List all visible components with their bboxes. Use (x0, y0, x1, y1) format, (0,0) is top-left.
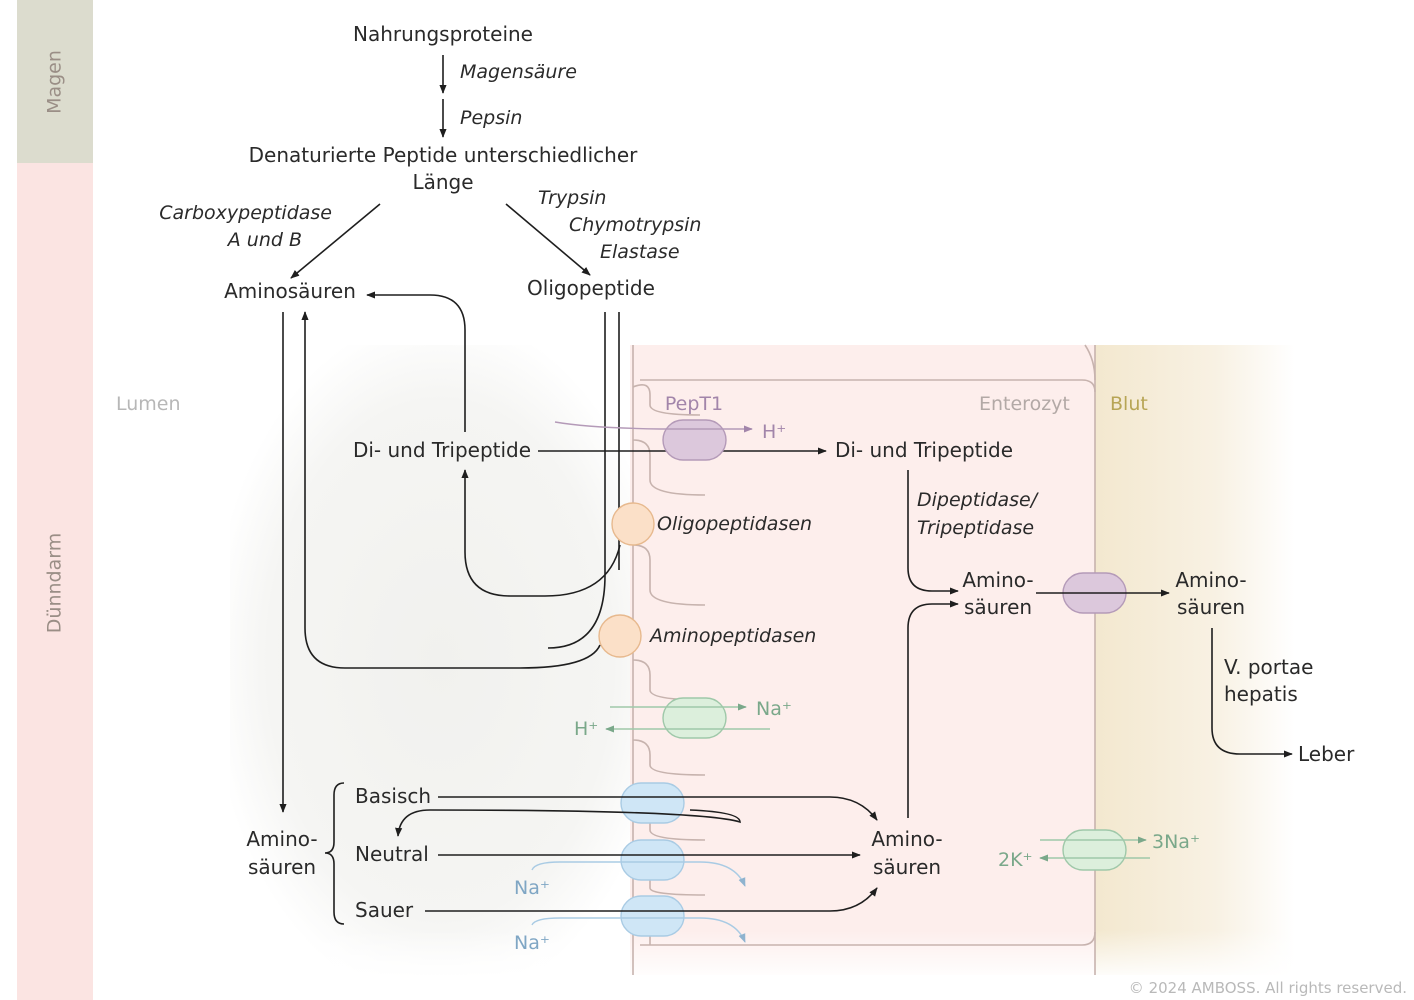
pepsin-label: Pepsin (460, 107, 522, 129)
oligopeptidasen-label: Oligopeptidasen (657, 513, 812, 535)
amino-class-brace (324, 782, 345, 925)
neutral-label: Neutral (355, 842, 429, 866)
na-k-atpase-shape (1062, 829, 1127, 871)
two-k-label: 2K⁺ (998, 849, 1033, 871)
arrow-dipeptidase (907, 470, 959, 595)
cell-aminosaeuren-line2: säuren (964, 595, 1032, 619)
pept1-transporter: PepT1 H⁺ (554, 393, 786, 461)
transporter-neutral (620, 839, 685, 881)
amino-acid-transporters: Na⁺ Na⁺ (514, 782, 746, 954)
na-plus-label: Na⁺ (756, 698, 792, 720)
sidebar: Magen Dünndarm (17, 0, 93, 1000)
na-plus-neutral: Na⁺ (514, 877, 550, 899)
pept1-label: PepT1 (665, 393, 723, 415)
zone-label-lumen: Lumen (116, 393, 181, 415)
na-cotransport-arrow-2 (531, 917, 746, 943)
trypsin-label: Trypsin (538, 187, 606, 209)
pept1-h-plus: H⁺ (762, 421, 786, 443)
arrow-to-aminosaeuren (290, 203, 381, 279)
cell-aminosaeuren-line1: Amino- (962, 568, 1033, 592)
lumen-aminosaeuren-line1: Amino- (246, 827, 317, 851)
transporter-basisch (620, 782, 685, 824)
bottom-fade (230, 930, 1300, 980)
enterocyte-aminosaeuren-line2: säuren (873, 855, 941, 879)
na-cotransport-arrow-1 (531, 861, 746, 887)
na-k-atpase: 3Na⁺ 2K⁺ (998, 829, 1200, 871)
carboxypeptidase-line2: A und B (226, 229, 302, 251)
sauer-label: Sauer (355, 898, 414, 922)
di-tripeptide-cell-label: Di- und Tripeptide (835, 438, 1013, 462)
na-plus-sauer: Na⁺ (514, 932, 550, 954)
di-tripeptide-lumen-label: Di- und Tripeptide (353, 438, 531, 462)
h-plus-out-label: H⁺ (574, 718, 598, 740)
leber-label: Leber (1298, 742, 1355, 766)
oligopeptidase-circle (611, 502, 655, 546)
carboxypeptidase-line1: Carboxypeptidase (159, 202, 332, 224)
magen-band (17, 0, 93, 163)
pept1-proton-arrow (554, 421, 753, 433)
pept1-shape (662, 419, 727, 461)
enterocyte-aminosaeuren-line1: Amino- (871, 827, 942, 851)
blood-aminosaeuren-line2: säuren (1177, 595, 1245, 619)
dipeptidase-line2: Tripeptidase (917, 517, 1034, 539)
aminopeptidasen-label: Aminopeptidasen (648, 625, 816, 647)
arrow-to-leber (1211, 628, 1293, 758)
blood-aminosaeuren-line1: Amino- (1175, 568, 1246, 592)
amino-class-flow-lines (395, 600, 959, 912)
chymotrypsin-label: Chymotrypsin (569, 214, 701, 236)
copyright-text: © 2024 AMBOSS. All rights reserved. (1129, 979, 1407, 997)
transporter-sauer (620, 895, 685, 937)
zone-label-enterozyt: Enterozyt (979, 393, 1070, 415)
na-h-exchanger: Na⁺ H⁺ (574, 697, 792, 740)
dipeptidase-line1: Dipeptidase/ (917, 489, 1040, 511)
oligopeptide-label: Oligopeptide (527, 276, 655, 300)
basisch-label: Basisch (355, 784, 431, 808)
arrow-to-oligopeptide (505, 203, 591, 276)
v-portae-line2: hepatis (1224, 682, 1298, 706)
duenndarm-band (17, 163, 93, 1000)
aminosaeuren-top-label: Aminosäuren (224, 279, 356, 303)
magensaeure-label: Magensäure (460, 61, 577, 83)
nahrungsproteine-label: Nahrungsproteine (353, 22, 533, 46)
blood-background (1095, 345, 1295, 975)
elastase-label: Elastase (600, 241, 680, 263)
v-portae-line1: V. portae (1224, 655, 1313, 679)
magen-label: Magen (44, 50, 66, 114)
aminopeptidase-circle (598, 614, 642, 658)
na-h-exchanger-shape (662, 697, 727, 739)
duenndarm-label: Dünndarm (44, 533, 66, 633)
denaturierte-peptide-line1: Denaturierte Peptide unterschiedlicher (249, 143, 639, 167)
lumen-aminosaeuren-line2: säuren (248, 855, 316, 879)
denaturierte-peptide-line2: Länge (412, 170, 473, 194)
zone-label-blut: Blut (1110, 393, 1148, 415)
three-na-label: 3Na⁺ (1152, 831, 1200, 853)
